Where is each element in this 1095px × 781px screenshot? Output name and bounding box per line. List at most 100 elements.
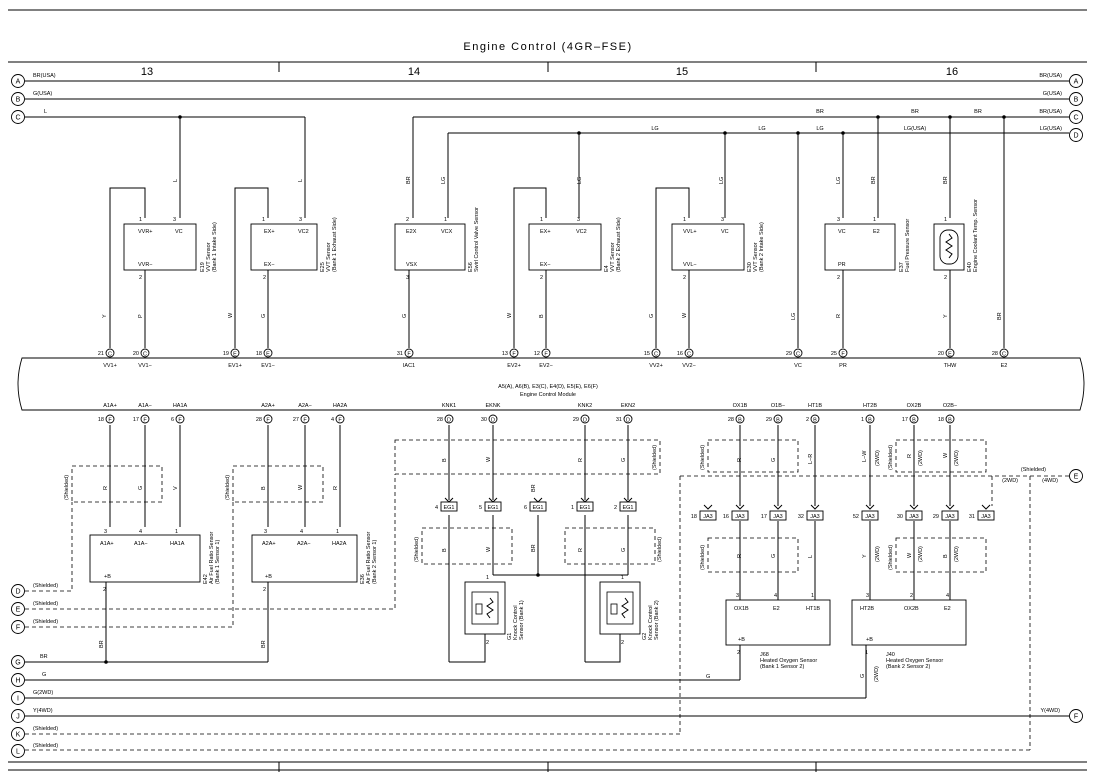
svg-text:OX1B: OX1B bbox=[734, 606, 749, 612]
svg-text:(Shielded): (Shielded) bbox=[225, 475, 231, 500]
svg-text:VVT Sensor: VVT Sensor bbox=[326, 242, 332, 272]
svg-text:(2WD): (2WD) bbox=[918, 450, 924, 466]
svg-text:2: 2 bbox=[683, 275, 686, 281]
svg-text:4: 4 bbox=[331, 417, 334, 423]
air-fuel-ratio-sensor-e42: 3 4 1 A1A+ A1A− HA1A +B 2 E42 Air Fuel R… bbox=[89, 529, 221, 593]
svg-text:+B: +B bbox=[104, 574, 111, 580]
rail-bottom-k: K (Shielded) bbox=[11, 726, 680, 741]
svg-text:O1B−: O1B− bbox=[771, 403, 785, 409]
vvt-sensor-e4: 1 3 EX+ VC2 EX− 2 E4 VVT Sensor (Bank 2 … bbox=[528, 217, 622, 281]
svg-text:2: 2 bbox=[621, 640, 624, 646]
svg-text:BR(USA): BR(USA) bbox=[33, 73, 56, 79]
svg-text:E4: E4 bbox=[604, 265, 610, 272]
svg-text:HA2A: HA2A bbox=[332, 541, 347, 547]
fuel-pressure-sensor-e37: 3 1 VC E2 PR 2 E37 Fuel Pressure Sensor bbox=[824, 217, 911, 281]
svg-text:28: 28 bbox=[728, 417, 734, 423]
rail-d: D LG LG LG LG(USA) LG(USA) bbox=[447, 126, 1083, 218]
svg-text:(2WD): (2WD) bbox=[918, 546, 924, 562]
svg-text:1: 1 bbox=[944, 217, 947, 223]
svg-text:Engine Coolant Temp. Sensor: Engine Coolant Temp. Sensor bbox=[973, 199, 979, 272]
ecm-pin-a2a: A2A−F27 bbox=[293, 403, 312, 424]
svg-text:VVR−: VVR− bbox=[138, 262, 153, 268]
svg-text:EX+: EX+ bbox=[264, 229, 275, 235]
svg-text:A1A+: A1A+ bbox=[103, 403, 117, 409]
svg-text:JA3: JA3 bbox=[909, 514, 918, 520]
svg-text:HA1A: HA1A bbox=[173, 403, 188, 409]
svg-text:A: A bbox=[16, 79, 21, 86]
svg-text:R: R bbox=[907, 454, 913, 458]
svg-text:2: 2 bbox=[837, 275, 840, 281]
svg-text:28: 28 bbox=[992, 351, 998, 357]
svg-text:G: G bbox=[621, 548, 627, 552]
svg-text:R: R bbox=[103, 486, 109, 490]
svg-text:1: 1 bbox=[262, 217, 265, 223]
svg-text:(Bank 1 Sensor 2): (Bank 1 Sensor 2) bbox=[760, 664, 804, 670]
section-13: 13 bbox=[141, 66, 153, 78]
svg-text:3: 3 bbox=[104, 529, 107, 535]
svg-text:(Shielded): (Shielded) bbox=[652, 445, 658, 470]
svg-text:EV1+: EV1+ bbox=[228, 363, 242, 369]
section-14: 14 bbox=[408, 66, 420, 78]
svg-text:29: 29 bbox=[933, 514, 939, 520]
svg-text:27: 27 bbox=[293, 417, 299, 423]
svg-text:BR: BR bbox=[997, 312, 1003, 320]
rail-bottom-l: L (Shielded) bbox=[11, 743, 1030, 758]
svg-text:(Shielded): (Shielded) bbox=[888, 445, 894, 470]
svg-text:(Bank 2 Intake Side): (Bank 2 Intake Side) bbox=[759, 222, 765, 272]
svg-text:P: P bbox=[138, 314, 144, 318]
svg-text:W: W bbox=[228, 312, 234, 318]
svg-text:G2: G2 bbox=[642, 633, 648, 640]
svg-text:Y: Y bbox=[943, 314, 949, 318]
svg-text:EG1: EG1 bbox=[443, 505, 454, 511]
svg-text:G: G bbox=[138, 486, 144, 490]
svg-text:PR: PR bbox=[839, 363, 847, 369]
svg-text:EX−: EX− bbox=[264, 262, 275, 268]
svg-text:LG: LG bbox=[791, 313, 797, 320]
svg-text:18: 18 bbox=[256, 351, 262, 357]
svg-text:(Shielded): (Shielded) bbox=[33, 583, 58, 589]
svg-text:3: 3 bbox=[577, 217, 580, 223]
svg-text:EKNK: EKNK bbox=[486, 403, 501, 409]
svg-text:JA3: JA3 bbox=[810, 514, 819, 520]
svg-text:E36: E36 bbox=[360, 574, 366, 584]
svg-text:(Shielded): (Shielded) bbox=[657, 537, 663, 562]
svg-text:VVT Sensor: VVT Sensor bbox=[753, 242, 759, 272]
svg-text:B: B bbox=[442, 458, 448, 462]
svg-text:E30: E30 bbox=[747, 262, 753, 272]
svg-text:A1A−: A1A− bbox=[138, 403, 152, 409]
svg-text:JA3: JA3 bbox=[865, 514, 874, 520]
svg-text:G: G bbox=[261, 314, 267, 318]
svg-text:BR(USA): BR(USA) bbox=[1039, 73, 1062, 79]
svg-text:28: 28 bbox=[256, 417, 262, 423]
svg-text:A1A+: A1A+ bbox=[100, 541, 114, 547]
svg-text:29: 29 bbox=[766, 417, 772, 423]
svg-text:B: B bbox=[16, 97, 21, 104]
knock-control-sensor-g1: 1 2 G1 Knock Control Sensor (Bank 1) bbox=[464, 575, 525, 646]
heated-oxygen-sensor-j68: 3 4 1 OX1B E2 HT1B +B 2 J68 Heated Oxyge… bbox=[725, 593, 831, 670]
svg-text:25: 25 bbox=[831, 351, 837, 357]
svg-text:16: 16 bbox=[677, 351, 683, 357]
svg-text:D: D bbox=[15, 589, 20, 596]
svg-text:4: 4 bbox=[300, 529, 303, 535]
svg-text:17: 17 bbox=[133, 417, 139, 423]
svg-text:EKN2: EKN2 bbox=[621, 403, 635, 409]
ecm-pin-a2a: A2A+F28 bbox=[256, 403, 275, 424]
svg-text:JA3: JA3 bbox=[735, 514, 744, 520]
svg-text:BR: BR bbox=[261, 640, 267, 648]
svg-text:Y: Y bbox=[102, 314, 108, 318]
svg-text:J: J bbox=[16, 714, 20, 721]
rail-bottom-e: E (Shielded) bbox=[11, 474, 396, 616]
